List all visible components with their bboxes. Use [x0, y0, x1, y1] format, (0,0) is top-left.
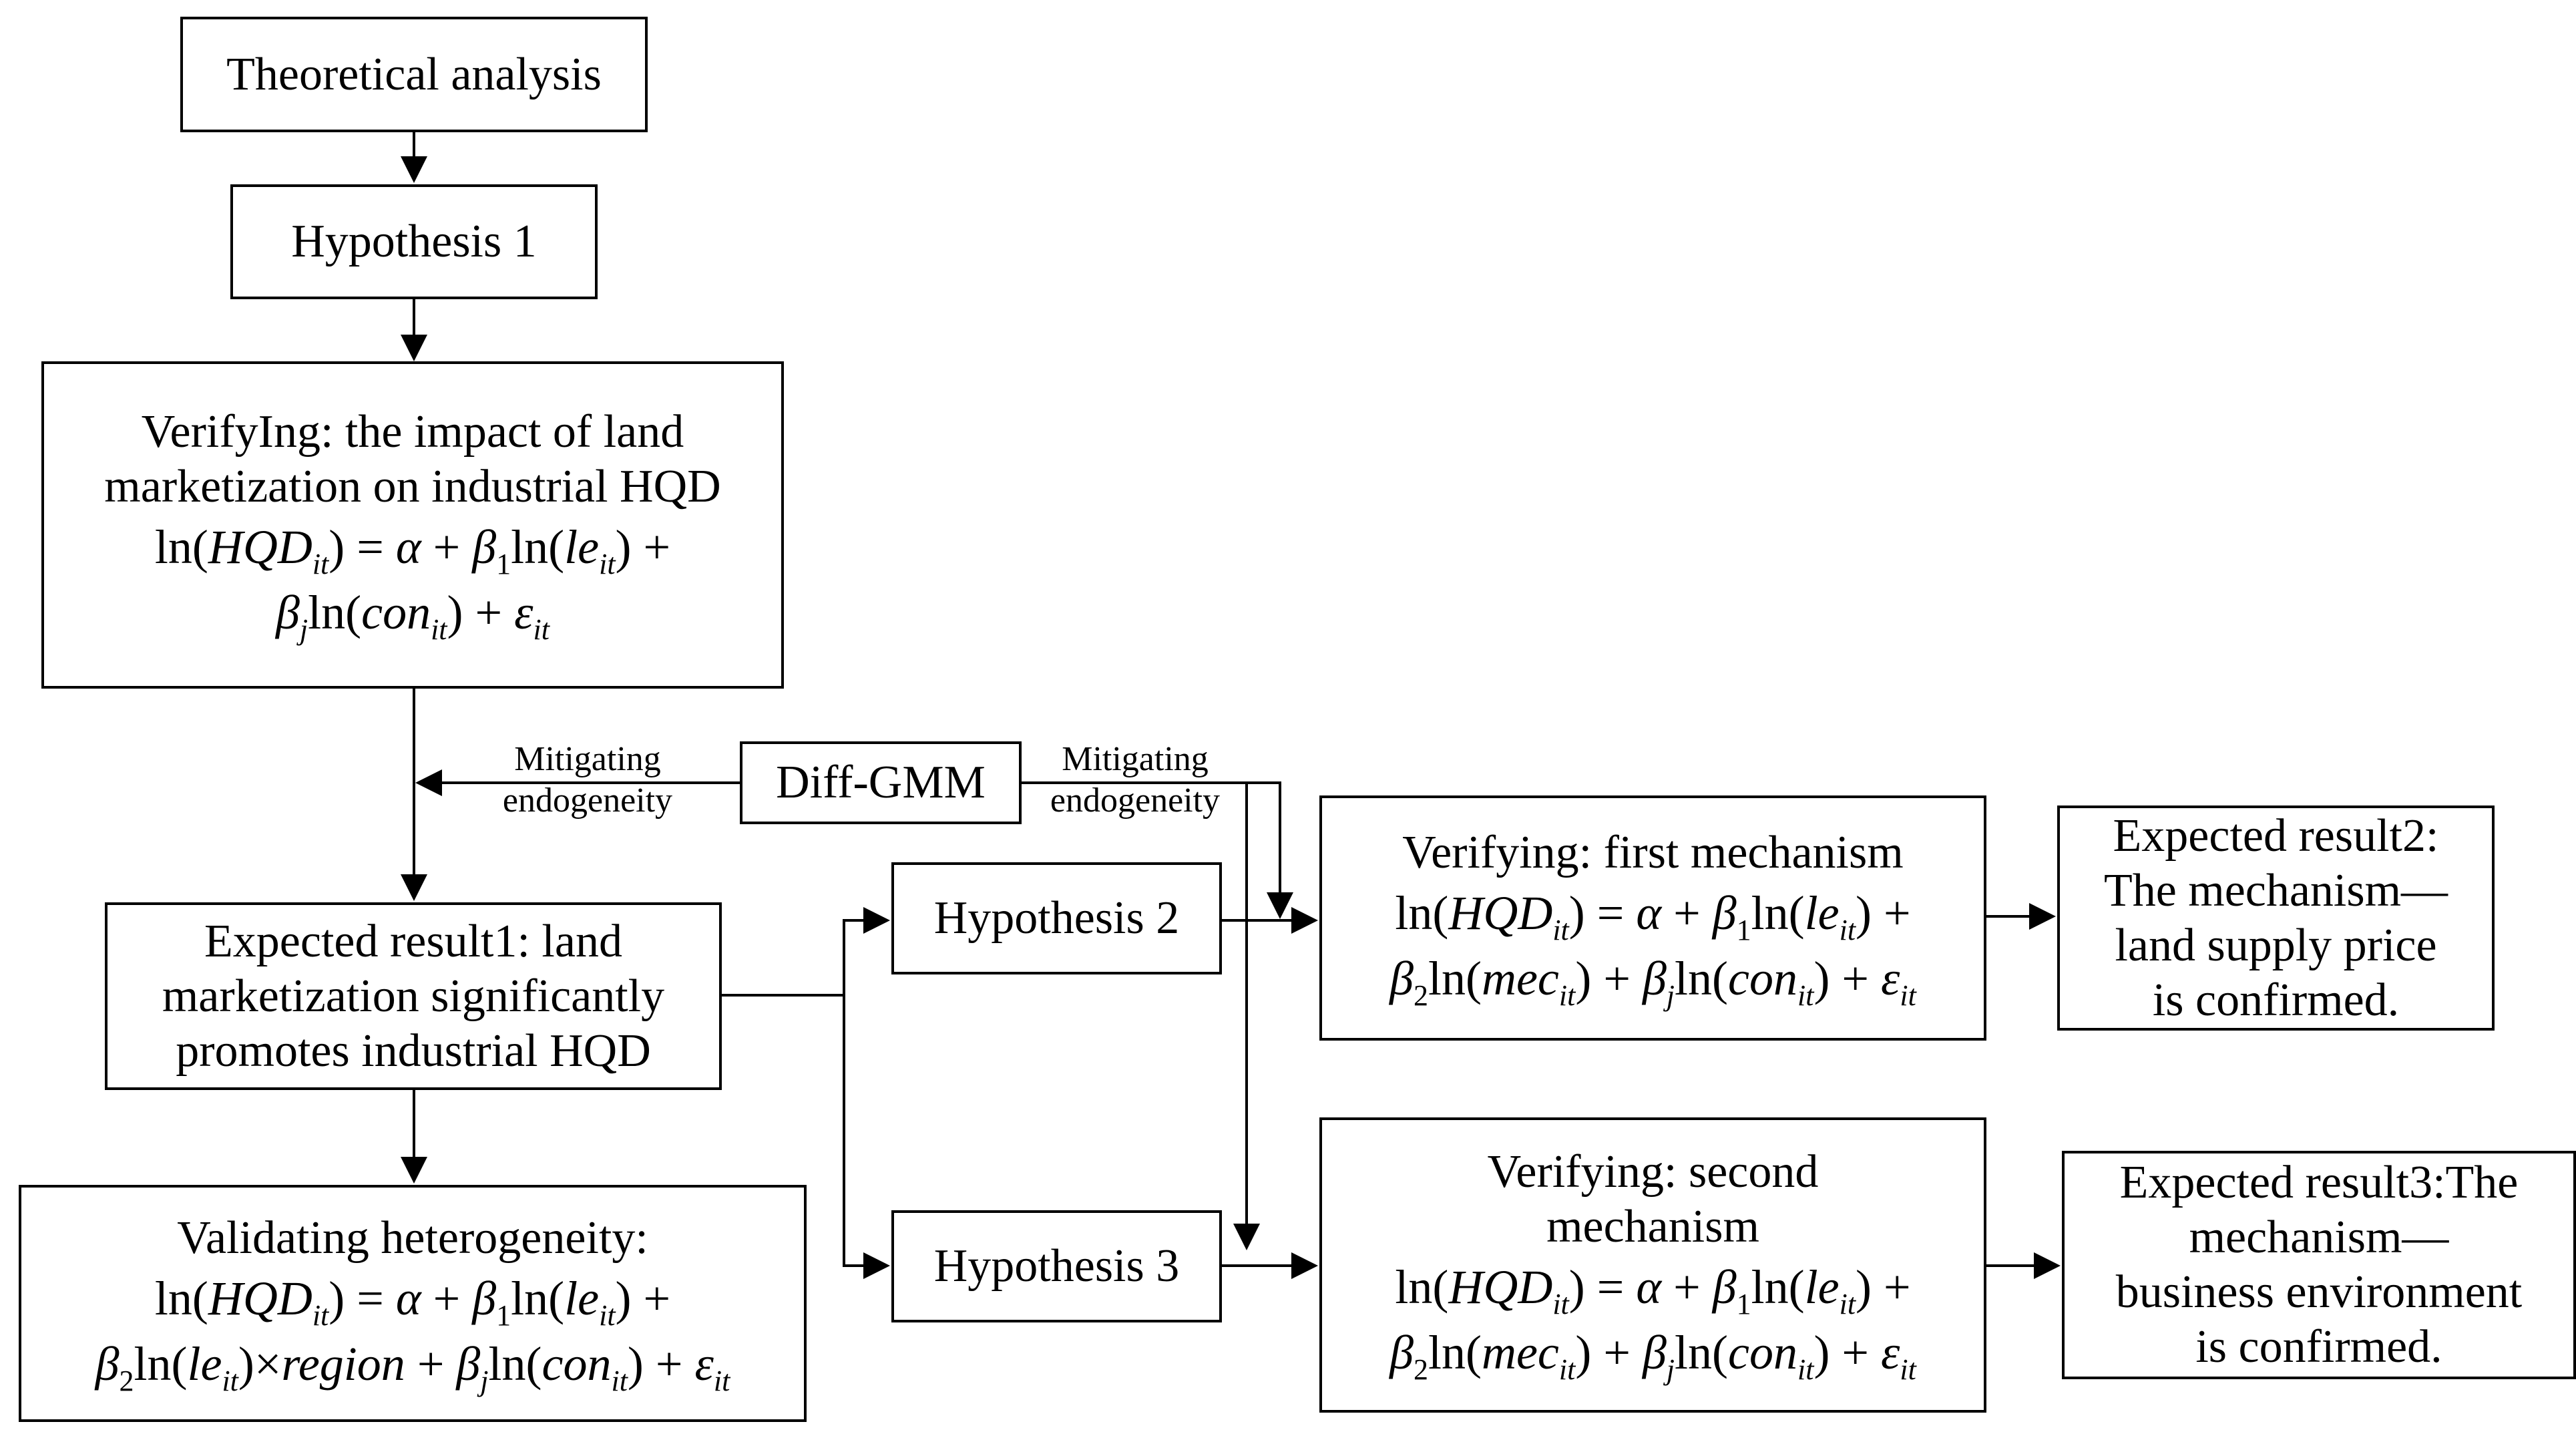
verify-main-title-line-2: marketization on industrial HQD [104, 461, 721, 512]
mech1-equation-line-2: β2ln(mecit) + βjln(conit) + εit [1389, 951, 1916, 1012]
mech2-equation-line-2: β2ln(mecit) + βjln(conit) + εit [1389, 1326, 1916, 1386]
result3-line-4: is confirmed. [2195, 1321, 2442, 1373]
result2-line-3: land supply price [2115, 919, 2437, 971]
verify-main-equation-line-2: βjln(conit) + εit [276, 586, 550, 646]
result3-line-1: Expected result3:The [2119, 1157, 2519, 1208]
mech2-title-line-2: mechanism [1546, 1201, 1759, 1252]
heterogeneity-equation-line-2: β2ln(leit)×region + βjln(conit) + εit [95, 1336, 730, 1397]
arrow-diffgmm-to-mech2 [1022, 781, 1260, 1250]
edge-label-right: Mitigating endogeneity [1022, 739, 1249, 822]
result3-line-2: mechanism— [2189, 1212, 2449, 1263]
expected-result-1-box: Expected result1: land marketization sig… [105, 902, 722, 1090]
expected-result-2-box: Expected result2: The mechanism— land su… [2057, 805, 2495, 1031]
verify-first-mechanism-box: Verifying: first mechanism ln(HQDit) = α… [1319, 795, 1986, 1041]
mech2-equation-line-1: ln(HQDit) = α + β1ln(leit) + [1395, 1260, 1911, 1320]
result1-line-2: marketization significantly [162, 970, 665, 1022]
heterogeneity-title: Validating heterogeneity: [177, 1212, 648, 1264]
result2-line-2: The mechanism— [2103, 864, 2448, 916]
result1-line-3: promotes industrial HQD [176, 1025, 651, 1077]
hypothesis-2-label: Hypothesis 2 [933, 892, 1180, 944]
arrow-branch-to-h2 [843, 907, 890, 1266]
diff-gmm-box: Diff-GMM [740, 741, 1022, 824]
hypothesis-1-box: Hypothesis 1 [230, 184, 598, 299]
hypothesis-3-box: Hypothesis 3 [891, 1210, 1222, 1322]
hypothesis-3-label: Hypothesis 3 [933, 1240, 1180, 1292]
hypothesis-2-box: Hypothesis 2 [891, 862, 1222, 974]
validating-heterogeneity-box: Validating heterogeneity: ln(HQDit) = α … [19, 1185, 807, 1422]
verify-main-equation-line-1: ln(HQDit) = α + β1ln(leit) + [154, 520, 671, 580]
mech1-equation-line-1: ln(HQDit) = α + β1ln(leit) + [1395, 886, 1911, 946]
hypothesis-1-label: Hypothesis 1 [291, 216, 537, 267]
verify-main-impact-box: VerifyIng: the impact of land marketizat… [41, 361, 784, 689]
result2-line-4: is confirmed. [2152, 974, 2400, 1026]
result2-line-1: Expected result2: [2113, 810, 2439, 862]
edge-label-left-line-2: endogeneity [502, 781, 673, 820]
edge-label-left-line-1: Mitigating [514, 740, 661, 778]
result1-line-1: Expected result1: land [204, 915, 622, 967]
theoretical-analysis-label: Theoretical analysis [226, 48, 602, 100]
edge-label-left: Mitigating endogeneity [467, 739, 708, 822]
arrow-branch-to-h3 [843, 995, 890, 1279]
expected-result-3-box: Expected result3:The mechanism— business… [2062, 1151, 2576, 1379]
edge-label-right-line-2: endogeneity [1050, 781, 1221, 820]
theoretical-analysis-box: Theoretical analysis [180, 17, 648, 132]
mech2-title-line-1: Verifying: second [1487, 1146, 1819, 1198]
diff-gmm-label: Diff-GMM [776, 757, 986, 808]
verify-second-mechanism-box: Verifying: second mechanism ln(HQDit) = … [1319, 1117, 1986, 1413]
edge-label-right-line-1: Mitigating [1062, 740, 1209, 778]
result3-line-3: business environment [2115, 1266, 2523, 1318]
verify-main-title-line-1: VerifyIng: the impact of land [141, 406, 684, 458]
heterogeneity-equation-line-1: ln(HQDit) = α + β1ln(leit) + [154, 1271, 671, 1332]
mech1-title: Verifying: first mechanism [1402, 826, 1904, 878]
